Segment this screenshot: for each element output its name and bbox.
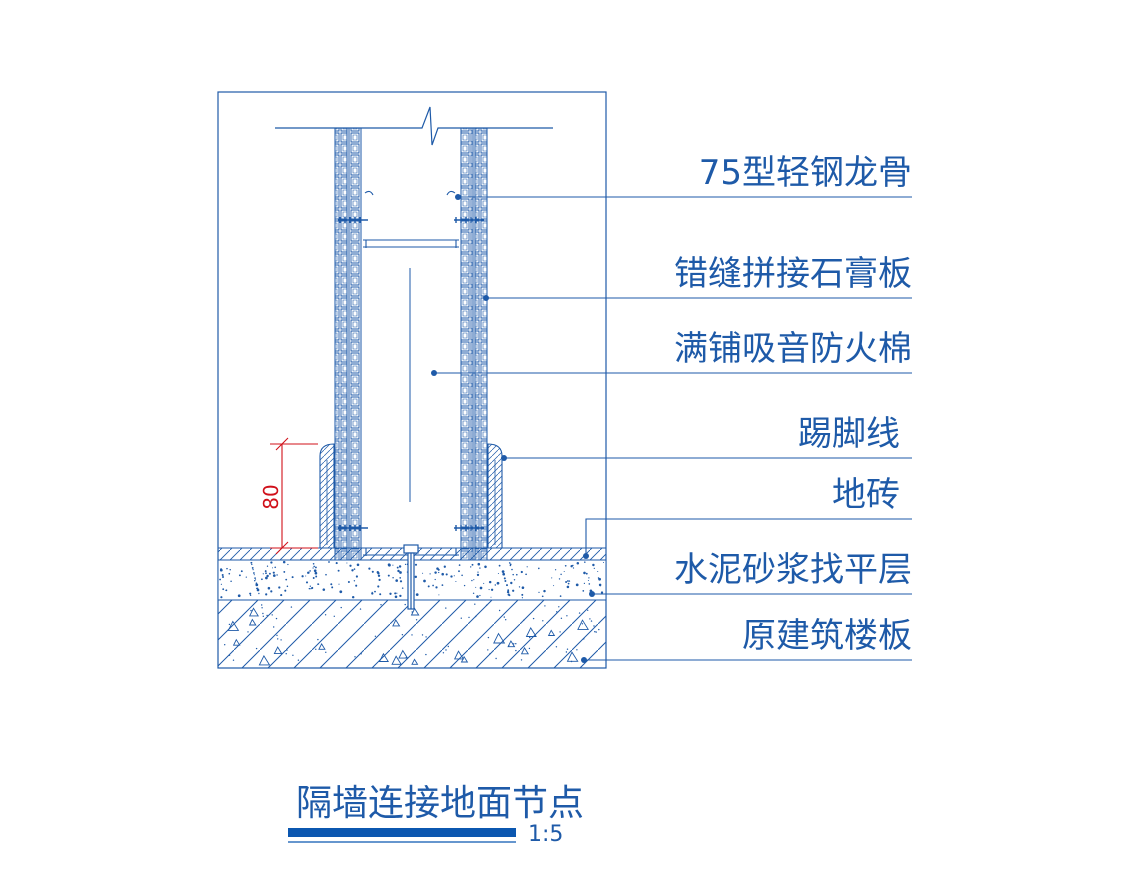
right-gypsum-board	[460, 127, 488, 561]
drawing-scale: 1:5	[528, 822, 563, 847]
dimension-line	[270, 437, 318, 555]
right-skirting	[487, 443, 503, 549]
label-gypsum-board: 错缝拼接石膏板	[674, 254, 912, 294]
expansion-bolt	[403, 544, 419, 610]
drawing-title: 隔墙连接地面节点	[296, 783, 584, 824]
insulation-cavity	[360, 128, 462, 560]
label-floor-tile: 地砖	[832, 475, 900, 515]
steel-stud-track	[363, 190, 459, 556]
label-mortar: 水泥砂浆找平层	[674, 550, 912, 590]
screws	[338, 217, 484, 531]
label-insulation: 满铺吸音防火棉	[674, 329, 912, 369]
dimension-value: 80	[259, 484, 283, 509]
structural-slab	[217, 599, 607, 669]
label-skirting: 踢脚线	[798, 414, 900, 454]
mortar-speckle	[219, 560, 605, 599]
label-stud: 75型轻钢龙骨	[699, 153, 912, 193]
leader-dots	[431, 194, 595, 663]
title-bar-thick	[288, 828, 516, 837]
leader-lines	[434, 196, 912, 661]
label-slab: 原建筑楼板	[742, 616, 912, 656]
break-line	[275, 106, 553, 146]
slab-aggregate	[224, 603, 600, 666]
left-skirting	[319, 443, 335, 549]
left-gypsum-board	[334, 127, 362, 561]
